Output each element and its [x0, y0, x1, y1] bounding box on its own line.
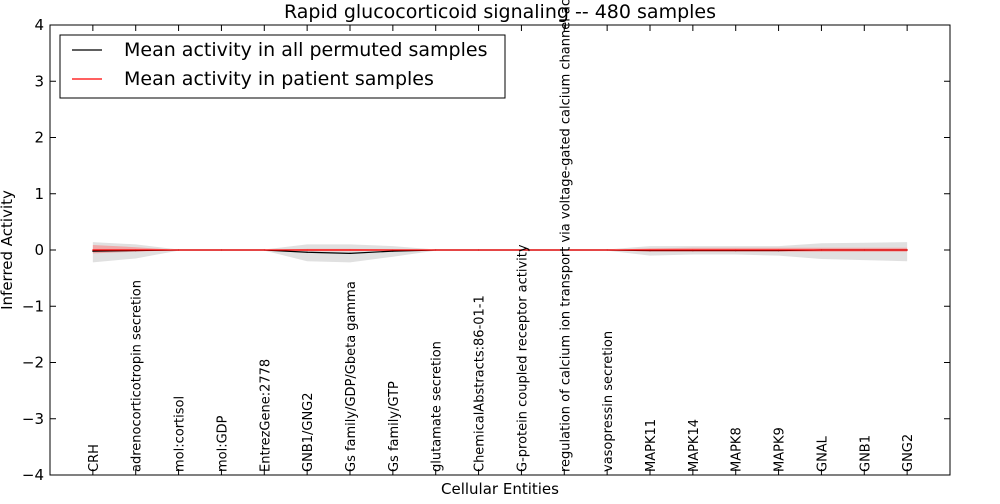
band-layer	[92, 242, 908, 263]
x-tick-label: G-protein coupled receptor activity	[515, 244, 530, 472]
point-series-1-8	[435, 249, 437, 251]
point-series-1-5	[306, 249, 308, 251]
point-series-1-14	[692, 249, 694, 251]
point-series-1-10	[520, 249, 523, 251]
legend-box	[59, 34, 506, 99]
y-tick-label: 0	[34, 241, 44, 259]
y-tick-label: −2	[22, 354, 44, 372]
x-tick-label: MAPK11	[644, 419, 659, 472]
point-series-1-12	[606, 249, 608, 251]
x-tick-label: MAPK14	[687, 419, 702, 472]
point-series-0-5	[306, 251, 308, 253]
y-axis-label: Inferred Activity	[0, 190, 16, 310]
point-series-1-3	[220, 249, 223, 251]
x-tick-label: ChemicalAbstracts:86-01-1	[473, 295, 488, 472]
x-tick-label: GNB1	[858, 435, 873, 472]
point-series-1-17	[820, 249, 823, 251]
band-series-0	[92, 242, 908, 263]
x-tick-label: GNAL	[815, 435, 830, 472]
point-series-1-16	[777, 249, 780, 251]
x-tick-label: EntrezGene:2778	[258, 359, 273, 472]
x-tick-label: adrenocorticotropin secretion	[130, 280, 145, 472]
point-series-0-0	[92, 250, 94, 252]
point-series-1-15	[735, 249, 737, 251]
chart-title: Rapid glucocorticoid signaling -- 480 sa…	[284, 1, 716, 23]
point-series-0-7	[392, 250, 394, 252]
x-tick-label: Gs family/GTP	[387, 381, 402, 472]
x-tick-label: mol:GDP	[215, 415, 230, 472]
x-tick-label: MAPK8	[730, 427, 745, 472]
y-tick-label: −1	[22, 297, 44, 315]
y-tick-label: 1	[34, 185, 44, 203]
x-tick-label: regulation of calcium ion transport via …	[558, 0, 573, 472]
x-tick-label: mol:cortisol	[173, 396, 188, 472]
point-series-1-13	[649, 249, 651, 251]
point-series-1-0	[92, 249, 94, 251]
line-layer	[92, 249, 908, 254]
x-tick-label: CRH	[87, 444, 102, 472]
x-axis	[92, 25, 908, 475]
point-series-0-6	[349, 252, 351, 254]
y-tick-label: −3	[22, 410, 44, 428]
point-series-1-1	[135, 249, 137, 251]
x-tick-labels: CRH adrenocorticotropin secretion mol:cort…	[87, 0, 916, 472]
x-tick-label: MAPK9	[773, 427, 788, 472]
y-tick-label: −4	[22, 466, 44, 484]
x-axis-label: Cellular Entities	[441, 480, 559, 498]
legend-label-permuted: Mean activity in all permuted samples	[124, 39, 487, 61]
y-tick-label: 3	[34, 72, 44, 90]
point-series-1-18	[863, 249, 865, 251]
point-series-1-7	[392, 249, 394, 251]
x-tick-label: GNB1/GNG2	[301, 392, 316, 472]
x-tick-label: vasopressin secretion	[601, 331, 616, 472]
x-tick-label: GNG2	[901, 434, 916, 472]
y-tick-label: 2	[34, 129, 44, 147]
legend: Mean activity in all permuted samples Me…	[59, 34, 506, 99]
point-series-1-11	[563, 249, 565, 251]
y-axis: 4 3 2 1 0 −1 −2 −3 −4	[22, 16, 950, 484]
x-tick-label: glutamate secretion	[430, 341, 445, 472]
legend-label-patient: Mean activity in patient samples	[124, 68, 434, 90]
y-tick-label: 4	[34, 16, 44, 34]
point-series-1-19	[906, 249, 908, 251]
band-series-1	[92, 244, 908, 254]
point-series-1-4	[263, 249, 265, 251]
point-series-1-2	[177, 249, 180, 251]
point-series-1-6	[349, 249, 351, 251]
point-series-1-9	[477, 249, 480, 251]
x-tick-label: Gs family/GDP/Gbeta gamma	[344, 281, 359, 472]
